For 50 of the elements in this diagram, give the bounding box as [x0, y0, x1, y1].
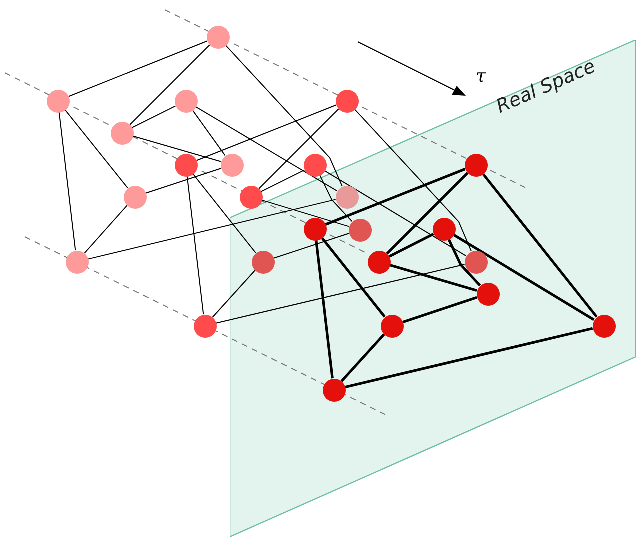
graph-vertex [110, 122, 134, 144]
graph-vertex [66, 250, 88, 274]
graph-vertex [124, 186, 146, 208]
graph-vertex [174, 154, 198, 176]
graph-edge [448, 238, 482, 286]
graph-vertex [206, 26, 230, 48]
graph-edge [225, 44, 343, 187]
graph-vertex [304, 154, 326, 176]
graph-edge [325, 168, 466, 226]
graph-edge [273, 233, 350, 259]
graph-edge [68, 40, 208, 98]
graph-edge [320, 174, 353, 222]
graph-edge [482, 173, 598, 318]
graph-edge [324, 170, 467, 257]
graph-edge [315, 240, 334, 379]
graph-edge [132, 136, 222, 162]
graph-edge [344, 327, 594, 389]
graph-edge [402, 296, 478, 324]
graph-edge [84, 205, 128, 254]
graph-vertex [194, 314, 216, 338]
graph-edge [386, 172, 469, 255]
graph-edge [132, 106, 176, 128]
graph-vertex [46, 90, 70, 112]
graph-edge [390, 264, 478, 292]
graph-edge [321, 237, 386, 318]
graph-edge [88, 199, 336, 260]
graph-edge [64, 109, 128, 189]
plane-title: Real Space [493, 55, 599, 118]
graph-edge [453, 234, 595, 322]
graph-edge [130, 44, 210, 126]
graph-edge [216, 264, 466, 324]
graph-edge [186, 176, 204, 316]
graph-vertex [174, 90, 198, 112]
graph-vertex [240, 186, 262, 208]
graph-vertex [220, 154, 244, 176]
graph-edge [192, 174, 256, 254]
graph-vertex [336, 90, 358, 112]
graph-edge [388, 233, 434, 258]
graph-edge [195, 106, 338, 192]
graph-edge [58, 112, 76, 252]
graph-edge [258, 108, 340, 190]
graph-edge [196, 104, 337, 162]
graph-edge [262, 200, 350, 228]
graph-edge [192, 110, 226, 156]
graph-edge [260, 170, 306, 192]
graph-edge [340, 334, 386, 382]
graph-edge [145, 168, 222, 194]
graph-edge [354, 108, 472, 252]
symbol-label: τ [476, 66, 486, 87]
graph-edge [212, 270, 256, 318]
